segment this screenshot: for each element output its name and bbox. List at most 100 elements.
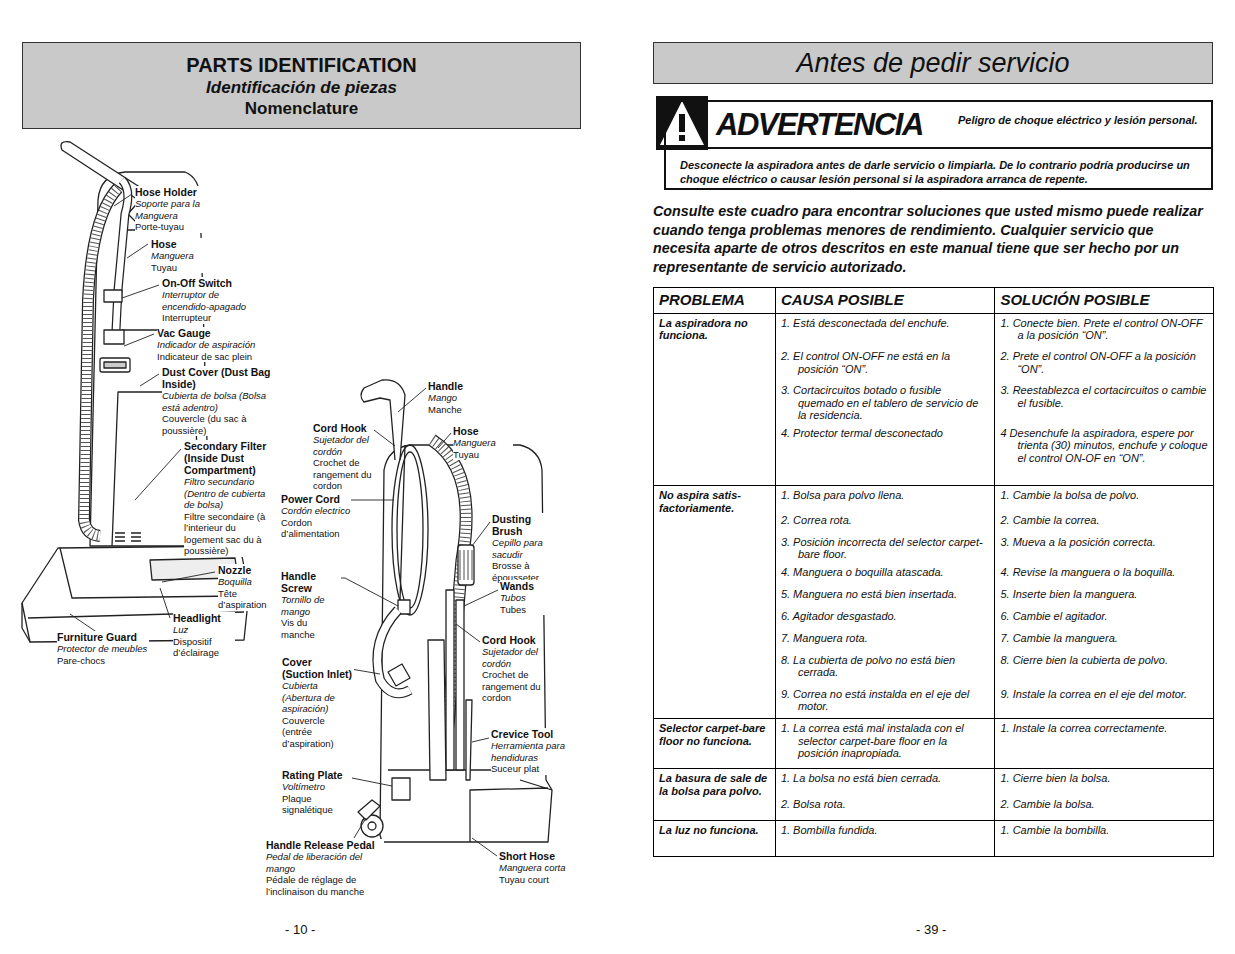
part-callout: WandsTubosTubes: [500, 580, 550, 615]
solution-cell: 2. Prete el control ON-OFF a la posición…: [995, 347, 1214, 381]
part-callout: Rating PlateVoltímetroPlaque signalétiqu…: [282, 769, 352, 816]
solution-cell: 1. Instale la correa correctamente.: [995, 719, 1214, 769]
part-name: Handle: [428, 380, 498, 392]
part-name: Handle Screw: [281, 570, 341, 594]
page-number: - 39 -: [916, 922, 946, 937]
solution-text: 4 Desenchufe la aspiradora, espere por t…: [1000, 427, 1208, 465]
table-row: 9. Correa no está instalda en el eje del…: [654, 685, 1214, 719]
part-callout: Dust Cover (Dust Bag Inside)Cubierta de …: [162, 366, 272, 436]
part-translation: Sujetador del cordón: [482, 646, 542, 669]
header-cell: SOLUCIÓN POSIBLE: [995, 288, 1214, 314]
part-translation: Pedal de liberación del mango: [266, 851, 384, 874]
node-text: Identificación de piezas: [206, 77, 397, 98]
solution-text: 1. Cambie la bolsa de polvo.: [1000, 489, 1208, 502]
cause-cell: 8. La cubierta de polvo no está bien cer…: [775, 651, 995, 685]
part-name: Short Hose: [499, 850, 579, 862]
table-body: PROBLEMACAUSA POSIBLESOLUCIÓN POSIBLELa …: [654, 288, 1214, 857]
solution-cell: 3. Reestablezca el cortacircuitos o camb…: [995, 381, 1214, 424]
part-translation: Porte-tuyau: [135, 221, 215, 233]
cause-cell: 1. La correa está mal instalada con el s…: [775, 719, 995, 769]
part-name: Cord Hook: [313, 422, 373, 434]
table-row: 5. Manguera no está bien insertada.5. In…: [654, 585, 1214, 607]
cause-cell: 2. Bolsa rota.: [775, 795, 995, 821]
cause-cell: 9. Correa no está instalda en el eje del…: [775, 685, 995, 719]
cause-text: 1. La bolsa no está bien cerrada.: [781, 772, 990, 785]
cause-cell: 2. Correa rota.: [775, 511, 995, 533]
solution-text: 1. Cierre bien la bolsa.: [1000, 772, 1208, 785]
cause-cell: 4. Protector termal desconectado: [775, 424, 995, 486]
solution-cell: 2. Cambie la correa.: [995, 511, 1214, 533]
part-callout: Dusting BrushCepillo para sacudirBrosse …: [492, 513, 562, 583]
part-name: Handle Release Pedal: [266, 839, 384, 851]
cause-text: 9. Correa no está instalda en el eje del…: [781, 688, 990, 713]
problem-cell: La basura de sale de la bolsa para polvo…: [654, 769, 776, 821]
part-name: Crevice Tool: [491, 728, 571, 740]
solution-cell: 4 Desenchufe la aspiradora, espere por t…: [995, 424, 1214, 486]
part-name: Headlight: [173, 612, 235, 624]
part-translation: Couvercle (du sac à poussière): [162, 413, 272, 436]
part-name: Cord Hook: [482, 634, 542, 646]
leader-lines: [70, 194, 498, 856]
solution-cell: 6. Cambie el agitador.: [995, 607, 1214, 629]
solution-cell: 5. Inserte bien la manguera.: [995, 585, 1214, 607]
part-translation: Mango: [428, 392, 498, 404]
part-translation: Tubes: [500, 604, 550, 616]
table-row: 4. Protector termal desconectado4 Desenc…: [654, 424, 1214, 486]
cause-cell: 1. Bombilla fundida.: [775, 821, 995, 857]
part-translation: Manguera corta: [499, 862, 579, 874]
table-row: 3. Posición incorrecta del selector carp…: [654, 533, 1214, 563]
cause-cell: 3. Posición incorrecta del selector carp…: [775, 533, 995, 563]
solution-text: 2. Cambie la bolsa.: [1000, 798, 1208, 811]
part-translation: Manguera: [453, 437, 513, 449]
part-translation: Interruptor de encendido-apagado: [162, 289, 262, 312]
problem-text: Selector carpet-bare floor no funciona.: [659, 722, 770, 747]
table-row: 4. Manguera o boquilla atascada.4. Revis…: [654, 563, 1214, 585]
solution-text: 3. Reestablezca el cortacircuitos o camb…: [1000, 384, 1208, 409]
solution-cell: 3. Mueva a la posición correcta.: [995, 533, 1214, 563]
table-row: 2. El control ON-OFF ne está en la posic…: [654, 347, 1214, 381]
cause-cell: 7. Manguera rota.: [775, 629, 995, 651]
part-translation: Tubos: [500, 592, 550, 604]
table-row: La aspiradora no funciona.1. Está descon…: [654, 313, 1214, 347]
node-text: ADVERTENCIA: [716, 107, 923, 143]
node-text: PARTS IDENTIFICATION: [186, 53, 416, 77]
part-translation: Indicateur de sac plein: [157, 351, 267, 363]
part-callout: Cord HookSujetador del cordónCrochet de …: [482, 634, 542, 704]
part-name: Dust Cover (Dust Bag Inside): [162, 366, 272, 390]
cause-text: 1. Está desconectada del enchufe.: [781, 317, 990, 330]
solution-text: 3. Mueva a la posición correcta.: [1000, 536, 1208, 549]
part-name: Furniture Guard: [57, 631, 149, 643]
cause-text: 3. Cortacircuitos botado o fusible quema…: [781, 384, 990, 422]
problem-cell: Selector carpet-bare floor no funciona.: [654, 719, 776, 769]
solution-text: 1. Cambie la bombilla.: [1000, 824, 1208, 837]
part-translation: Cepillo para sacudir: [492, 537, 562, 560]
cause-cell: 1. Bolsa para polvo llena.: [775, 486, 995, 511]
part-translation: Protector de meubles: [57, 643, 149, 655]
part-translation: Boquilla: [218, 576, 278, 588]
part-translation: Suceur plat: [491, 763, 571, 775]
table-row: 7. Manguera rota.7. Cambie la manguera.: [654, 629, 1214, 651]
cause-cell: 5. Manguera no está bien insertada.: [775, 585, 995, 607]
intro-text: Consulte este cuadro para encontrar solu…: [653, 202, 1213, 276]
part-callout: Handle Release PedalPedal de liberación …: [266, 839, 384, 897]
cause-text: 1. La correa está mal instalada con el s…: [781, 722, 990, 760]
part-translation: Cubierta de bolsa (Bolsa está adentro): [162, 390, 272, 413]
warning-symbol: [656, 96, 1213, 150]
part-translation: Pare-chocs: [57, 655, 149, 667]
part-translation: Tête d’aspiration: [218, 588, 278, 611]
solution-text: 6. Cambie el agitador.: [1000, 610, 1208, 623]
part-callout: Secondary Filter (Inside Dust Compartmen…: [184, 440, 276, 557]
part-name: Cover (Suction Inlet): [282, 656, 354, 680]
part-translation: Tuyau: [453, 449, 513, 461]
part-translation: Vis du manche: [281, 617, 341, 640]
cause-text: 3. Posición incorrecta del selector carp…: [781, 536, 990, 561]
part-name: Rating Plate: [282, 769, 352, 781]
part-callout: Cover (Suction Inlet)Cubierta (Abertura …: [282, 656, 354, 749]
solution-text: 2. Prete el control ON-OFF a la posición…: [1000, 350, 1208, 375]
part-translation: Manche: [428, 404, 498, 416]
part-callout: Short HoseManguera cortaTuyau court: [499, 850, 579, 885]
part-translation: Couvercle (entrée d’aspiration): [282, 715, 354, 750]
header-cell: CAUSA POSIBLE: [775, 288, 995, 314]
part-name: On-Off Switch: [162, 277, 262, 289]
solution-cell: 8. Cierre bien la cubierta de polvo.: [995, 651, 1214, 685]
